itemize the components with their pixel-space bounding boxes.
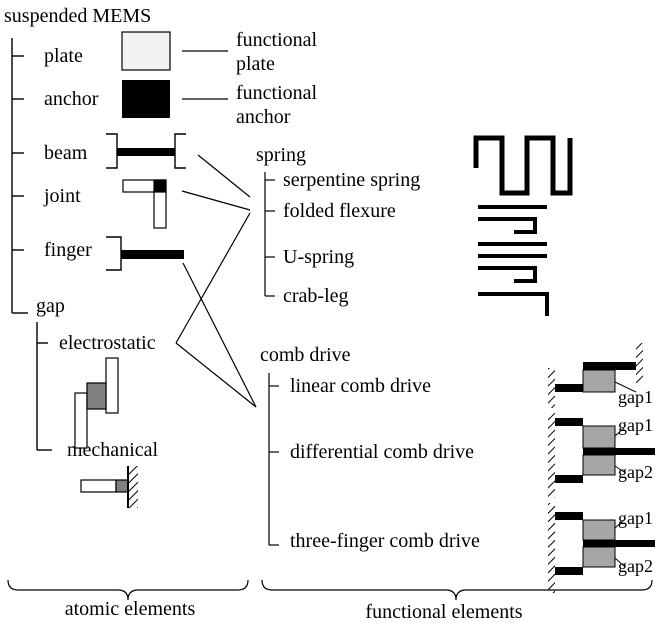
label-spring: spring xyxy=(256,144,306,166)
label-anchor: anchor xyxy=(44,88,99,110)
label-beam: beam xyxy=(44,142,88,164)
label-plate: plate xyxy=(44,45,83,67)
diagram-title: suspended MEMS xyxy=(4,5,151,27)
anchor-icon xyxy=(122,80,170,118)
u-spring-icon xyxy=(478,254,547,283)
linear-comb-drive-icon xyxy=(548,343,643,408)
beam-icon xyxy=(106,133,186,169)
label-comb-drive: comb drive xyxy=(260,344,351,366)
label-functional-anchor-1: functional xyxy=(236,82,318,104)
spring-tree-lines xyxy=(264,172,275,297)
gap2-three-finger: gap2 xyxy=(618,556,653,576)
functional-brace xyxy=(261,579,653,601)
label-finger: finger xyxy=(44,239,92,261)
connector-lines xyxy=(175,50,257,408)
label-electrostatic: electrostatic xyxy=(59,332,156,354)
serpentine-spring-icon xyxy=(473,135,573,196)
three-finger-comb-drive-icon xyxy=(548,503,655,593)
label-differential-comb-drive: differential comb drive xyxy=(290,441,474,463)
label-joint: joint xyxy=(43,185,81,207)
plate-icon xyxy=(121,31,171,71)
label-linear-comb-drive: linear comb drive xyxy=(290,375,431,397)
gap1-linear: gap1 xyxy=(618,387,653,407)
folded-flexure-icon xyxy=(478,205,547,246)
label-mechanical: mechanical xyxy=(67,439,158,461)
joint-icon xyxy=(122,179,167,229)
finger-icon xyxy=(106,236,184,271)
label-functional-plate-1: functional xyxy=(236,29,318,51)
label-functional-anchor-2: anchor xyxy=(236,106,291,128)
comb-tree-lines xyxy=(268,373,279,546)
gap1-three-finger: gap1 xyxy=(618,508,653,528)
label-functional-plate-2: plate xyxy=(236,53,275,75)
label-serpentine-spring: serpentine spring xyxy=(283,169,420,191)
label-gap: gap xyxy=(36,295,65,317)
differential-comb-drive-icon xyxy=(548,413,655,498)
label-crab-leg: crab-leg xyxy=(283,285,349,307)
atomic-tree-lines xyxy=(11,38,52,451)
label-u-spring: U-spring xyxy=(283,246,354,268)
crab-leg-icon xyxy=(478,292,549,316)
mechanical-gap-icon xyxy=(80,466,138,508)
footer-functional: functional elements xyxy=(365,601,522,623)
electrostatic-gap-icon xyxy=(74,357,119,449)
footer-atomic: atomic elements xyxy=(65,598,196,620)
label-three-finger-comb-drive: three-finger comb drive xyxy=(290,530,480,552)
gap2-differential: gap2 xyxy=(618,462,653,482)
atomic-brace xyxy=(7,579,249,601)
label-folded-flexure: folded flexure xyxy=(283,200,396,222)
gap1-differential: gap1 xyxy=(618,415,653,435)
